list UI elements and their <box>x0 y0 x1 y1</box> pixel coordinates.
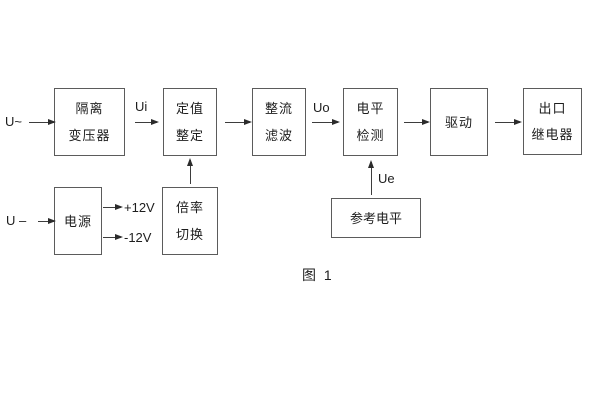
block-power-supply: 电源 <box>54 187 102 255</box>
block-label: 电源 <box>63 213 92 229</box>
block-setpoint-adjust: 定值 整定 <box>163 88 217 156</box>
block-label: 滤波 <box>264 128 293 143</box>
block-label: 出口 <box>538 100 567 116</box>
arrow-setpoint-to-rectifier <box>225 119 252 125</box>
input-dc-label: U – <box>6 213 27 228</box>
ue-label: Ue <box>378 171 395 186</box>
block-label: 定值 <box>175 101 204 116</box>
block-reference-level: 参考电平 <box>331 198 421 238</box>
uo-label: Uo <box>313 100 330 115</box>
block-label: 切换 <box>175 227 204 242</box>
figure-caption: 图 1 <box>302 267 334 283</box>
block-label: 整定 <box>175 128 204 143</box>
arrow-input-ac <box>29 119 56 125</box>
block-label: 驱动 <box>444 114 473 130</box>
block-label: 变压器 <box>68 128 111 143</box>
block-label: 整流 <box>264 101 293 116</box>
arrow-ui <box>135 119 159 125</box>
arrow-plus12 <box>103 204 123 210</box>
block-label: 继电器 <box>531 127 574 143</box>
arrow-input-dc <box>38 218 56 224</box>
block-label: 隔离 <box>75 101 104 116</box>
arrow-ratio-to-setpoint <box>187 158 193 184</box>
arrow-ue <box>368 160 374 195</box>
block-driver: 驱动 <box>430 88 488 156</box>
block-ratio-switch: 倍率 切换 <box>162 187 218 255</box>
ui-label: Ui <box>135 99 148 114</box>
block-label: 参考电平 <box>349 210 402 226</box>
block-label: 检测 <box>356 128 385 143</box>
block-label: 电平 <box>356 101 385 116</box>
block-rectifier-filter: 整流 滤波 <box>252 88 306 156</box>
arrow-driver-to-relay <box>495 119 522 125</box>
block-label: 倍率 <box>175 200 204 215</box>
minus12-label: -12V <box>124 230 152 245</box>
arrow-detector-to-driver <box>404 119 430 125</box>
arrow-uo <box>312 119 340 125</box>
input-ac-label: U~ <box>5 114 22 129</box>
block-isolation-transformer: 隔离 变压器 <box>54 88 125 156</box>
block-level-detector: 电平 检测 <box>343 88 398 156</box>
arrow-minus12 <box>103 234 123 240</box>
block-output-relay: 出口 继电器 <box>523 88 582 155</box>
plus12-label: +12V <box>124 200 155 215</box>
